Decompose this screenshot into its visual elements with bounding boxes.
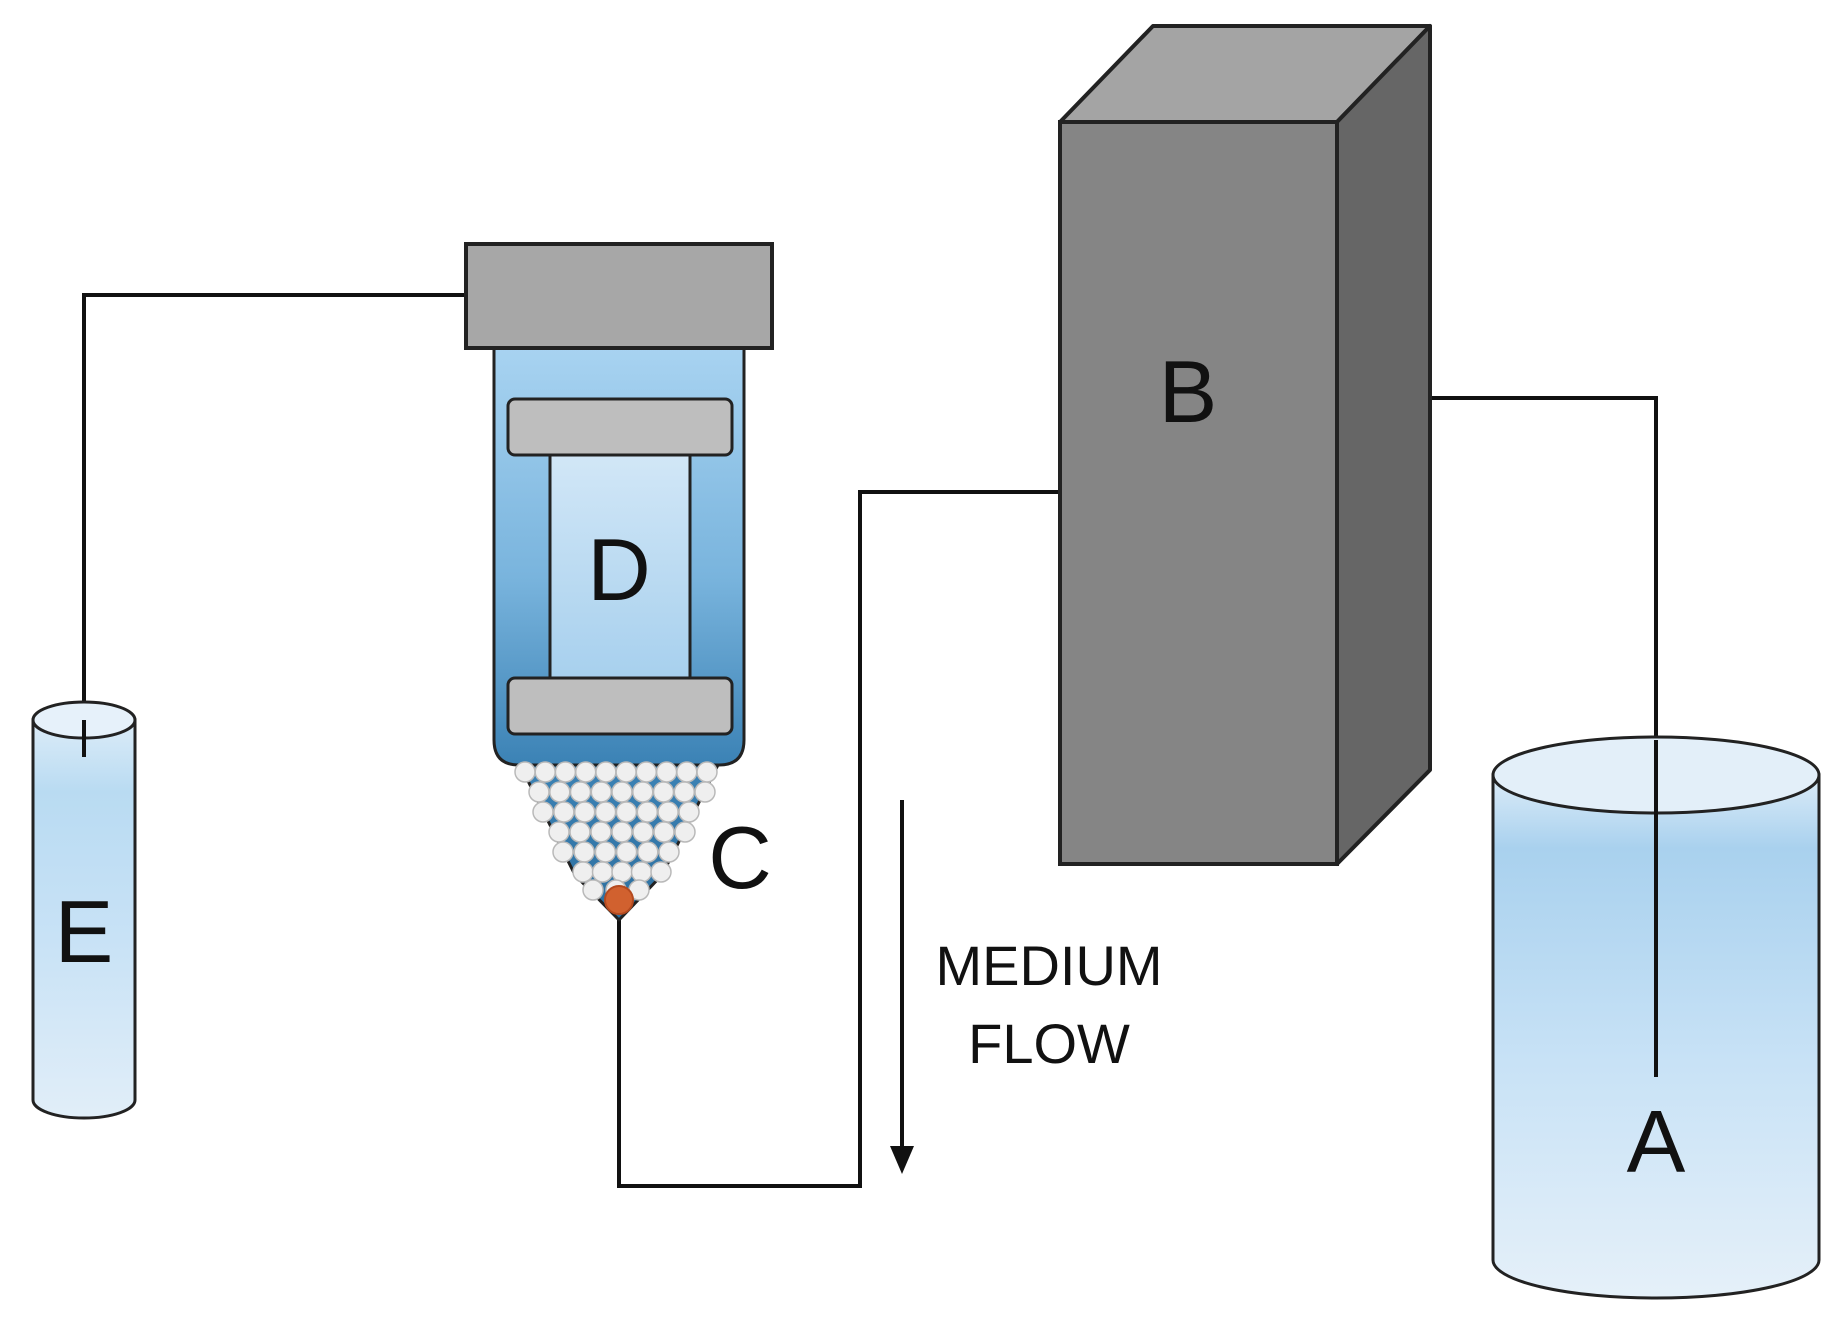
flow-label-line1: MEDIUM [935, 934, 1162, 997]
bead [694, 781, 716, 803]
bead [554, 761, 577, 783]
bead [534, 761, 556, 783]
bead [674, 821, 696, 843]
bead [637, 841, 659, 863]
tube-c-to-b [617, 490, 1060, 1188]
bead [615, 761, 637, 783]
reservoir-a: A [1491, 735, 1821, 1300]
label-d: D [587, 520, 651, 619]
bead [573, 841, 595, 863]
collection-tube-e: E [31, 700, 137, 1120]
bead [657, 801, 679, 823]
bead [572, 861, 594, 883]
bead [650, 861, 672, 883]
bead [590, 781, 613, 803]
bead [549, 781, 571, 803]
bead [514, 761, 536, 783]
bead [532, 801, 554, 823]
medium-flow-arrow [890, 800, 914, 1174]
bead [678, 801, 700, 823]
bead [632, 781, 654, 803]
bead [552, 841, 574, 863]
bead [528, 781, 550, 803]
bead [615, 801, 638, 823]
cell-sample-bead [604, 885, 634, 915]
lower-plate [506, 676, 734, 736]
bead [652, 781, 675, 803]
bead [632, 821, 654, 843]
bead [594, 841, 617, 863]
bioreactor-column: D C [464, 242, 774, 922]
bead [569, 781, 592, 803]
bead [611, 781, 633, 803]
bead [590, 821, 612, 843]
bead [574, 761, 597, 783]
bead [635, 761, 658, 783]
flow-label-line2: FLOW [968, 1012, 1130, 1075]
bead [553, 801, 575, 823]
label-e: E [55, 882, 114, 981]
bead [673, 781, 696, 803]
upper-plate [506, 397, 734, 457]
bead [548, 821, 570, 843]
bead [630, 861, 653, 883]
bead [696, 761, 718, 783]
bead [615, 841, 638, 863]
bead [611, 821, 633, 843]
bead [611, 861, 633, 883]
bead [655, 761, 678, 783]
column-cap [464, 242, 774, 350]
bead [676, 761, 698, 783]
label-a: A [1627, 1092, 1686, 1191]
bead [658, 841, 680, 863]
bead [569, 821, 591, 843]
bead [573, 801, 596, 823]
label-c: C [708, 808, 772, 907]
pump-b: B [1058, 24, 1432, 866]
bead [582, 879, 604, 901]
bead [653, 821, 675, 843]
bead [594, 801, 617, 823]
tube-e-to-d [82, 293, 466, 757]
label-b: B [1159, 342, 1218, 441]
bead-bed [514, 761, 718, 901]
bead [636, 801, 659, 823]
bead [595, 761, 617, 783]
bead [591, 861, 614, 883]
